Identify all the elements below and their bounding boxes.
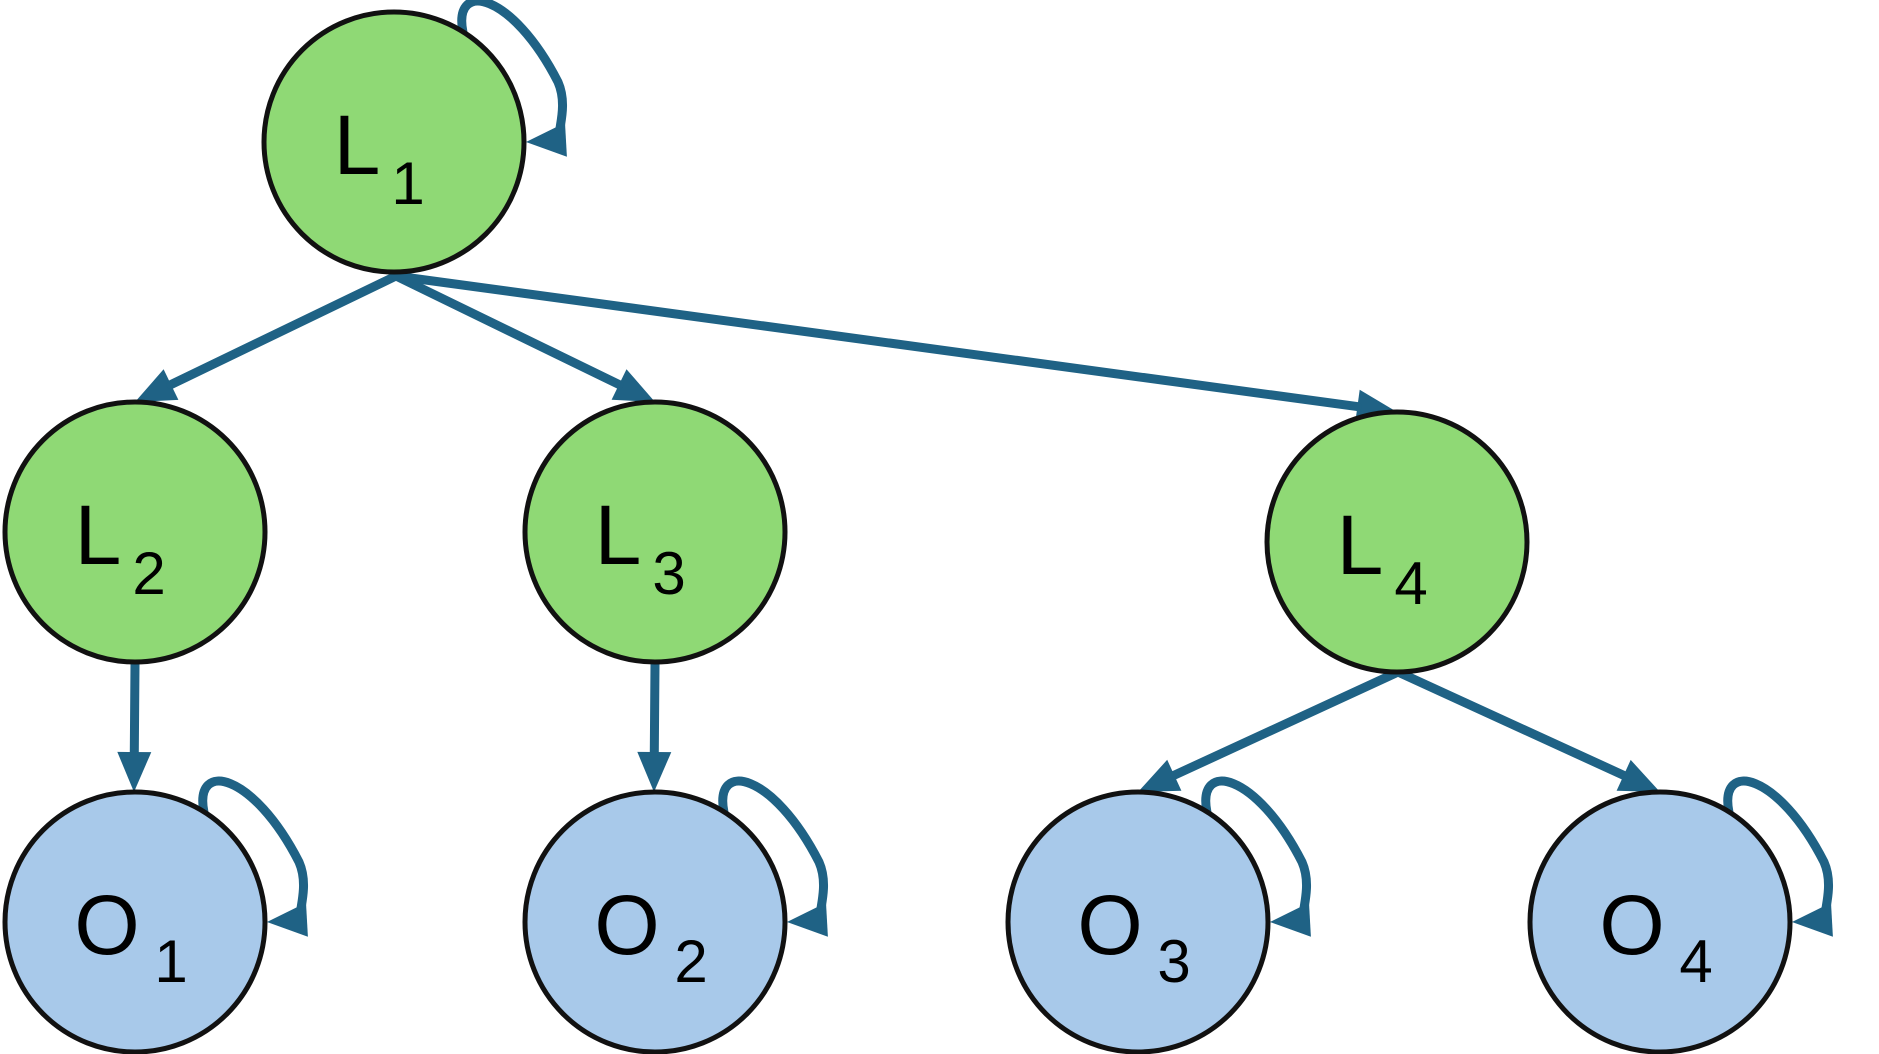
node-label-main: L bbox=[334, 98, 381, 192]
edge-l1-to-l2 bbox=[135, 271, 401, 402]
self-loop-line bbox=[457, 0, 567, 143]
edge-line bbox=[129, 659, 140, 757]
arrowhead bbox=[135, 369, 179, 402]
node-label-main: L bbox=[595, 488, 642, 582]
observed-node-circle bbox=[1005, 789, 1271, 1054]
arrowhead bbox=[637, 751, 672, 792]
self-loop-line bbox=[1201, 776, 1311, 923]
arrowhead bbox=[1616, 759, 1660, 792]
latent-node-circle bbox=[1264, 409, 1530, 675]
edge-o3-to-o3 bbox=[1201, 776, 1311, 937]
edge-l3-to-o2 bbox=[637, 659, 672, 792]
node-label-subscript: 2 bbox=[674, 928, 707, 995]
arrowhead bbox=[526, 122, 567, 157]
arrowhead bbox=[117, 751, 152, 792]
edge-line bbox=[391, 271, 1362, 412]
arrowhead bbox=[267, 902, 308, 937]
self-loop-line bbox=[1723, 776, 1833, 923]
node-label-main: L bbox=[1337, 498, 1384, 592]
node-label-subscript: 4 bbox=[1394, 550, 1427, 617]
observed-node-circle bbox=[522, 789, 788, 1054]
edge-l4-to-o3 bbox=[1138, 667, 1403, 792]
arrowhead bbox=[611, 369, 655, 402]
latent-node-circle bbox=[522, 399, 788, 665]
node-label-main: L bbox=[75, 488, 122, 582]
node-label-subscript: 3 bbox=[652, 540, 685, 607]
latent-node-circle bbox=[2, 399, 268, 665]
node-label-subscript: 4 bbox=[1679, 928, 1712, 995]
edge-o1-to-o1 bbox=[198, 776, 308, 937]
edge-l1-to-l1 bbox=[457, 0, 567, 157]
arrowhead bbox=[1138, 759, 1182, 792]
edge-l1-to-l3 bbox=[391, 271, 655, 402]
node-label-main: O bbox=[1599, 878, 1664, 972]
arrowhead bbox=[1270, 902, 1311, 937]
edge-o4-to-o4 bbox=[1723, 776, 1833, 937]
edge-line bbox=[166, 271, 401, 390]
self-loop-line bbox=[718, 776, 828, 923]
observed-node-circle bbox=[1527, 789, 1793, 1054]
node-label-main: O bbox=[1077, 878, 1142, 972]
edge-line bbox=[391, 271, 624, 389]
arrowhead bbox=[787, 902, 828, 937]
edge-line bbox=[649, 659, 660, 757]
observed-node-circle bbox=[2, 789, 268, 1054]
edge-l2-to-o1 bbox=[117, 659, 152, 792]
arrowhead bbox=[1792, 902, 1833, 937]
latent-node-circle bbox=[261, 9, 527, 275]
edge-line bbox=[1169, 667, 1403, 780]
node-label-main: O bbox=[594, 878, 659, 972]
node-label-subscript: 3 bbox=[1157, 928, 1190, 995]
node-label-subscript: 1 bbox=[154, 928, 187, 995]
edge-line bbox=[1393, 667, 1629, 780]
self-loop-line bbox=[198, 776, 308, 923]
node-label-main: O bbox=[74, 878, 139, 972]
edge-l4-to-o4 bbox=[1393, 667, 1660, 792]
edge-o2-to-o2 bbox=[718, 776, 828, 937]
node-label-subscript: 2 bbox=[132, 540, 165, 607]
node-label-subscript: 1 bbox=[391, 150, 424, 217]
